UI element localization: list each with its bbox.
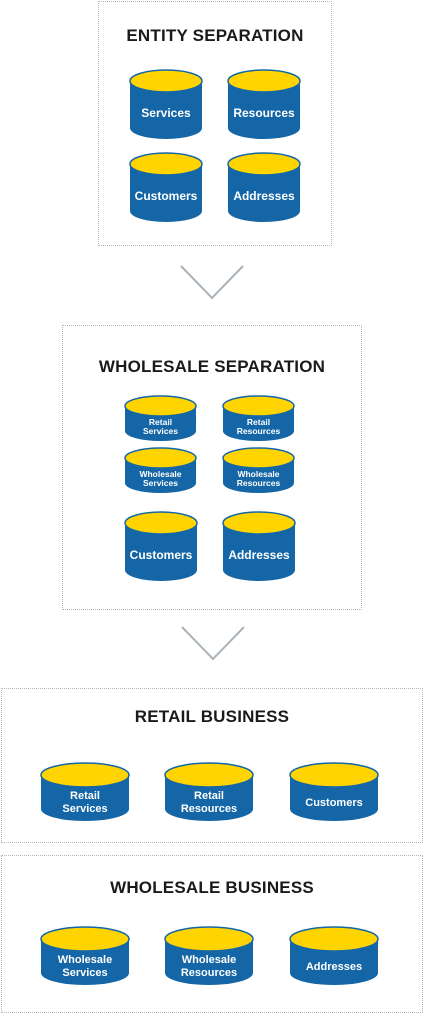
retail-business-panel: RETAIL BUSINESS: [1, 688, 423, 843]
cylinder-label-line: Retail: [70, 790, 100, 803]
wholesale-sep-store-addresses: Addresses: [222, 511, 296, 582]
cylinder-label-line: Services: [141, 105, 191, 120]
cylinder-label-line: Retail: [148, 416, 173, 427]
cylinder-label-line: Retail: [246, 416, 271, 427]
cylinder-label-line: Services: [143, 426, 178, 437]
database-cylinder-icon: [227, 69, 301, 139]
cylinder-label-line: Addresses: [228, 547, 290, 562]
cylinder-label-line: Services: [62, 966, 108, 979]
cylinder-label-line: Resources: [236, 478, 281, 489]
cylinder-label-line: Wholesale: [181, 954, 237, 967]
wholesale-separation-panel: WHOLESALE SEPARATION: [62, 325, 362, 610]
database-cylinder-icon: [124, 395, 197, 441]
entity-store-services: Services: [129, 69, 203, 140]
wholesale-store-addresses: Addresses: [289, 926, 379, 986]
cylinder-label-line: Resources: [236, 426, 281, 437]
cylinder-label-line: Wholesale: [237, 468, 280, 479]
database-cylinder-icon: [289, 926, 379, 985]
wholesale-separation-title: WHOLESALE SEPARATION: [98, 357, 326, 376]
cylinder-label-line: Customers: [305, 796, 363, 809]
database-cylinder-icon: [164, 762, 254, 821]
cylinder-label-line: Services: [62, 802, 108, 815]
retail-store-customers: Customers: [289, 762, 379, 822]
cylinder-label-line: Resources: [180, 966, 238, 979]
cylinder-label: Customers: [124, 547, 198, 563]
cylinder-label: Services: [129, 105, 203, 121]
database-cylinder-icon: [124, 511, 198, 581]
database-cylinder-icon: [289, 762, 379, 821]
entity-store-addresses: Addresses: [227, 152, 301, 223]
cylinder-label-line: Wholesale: [57, 954, 113, 967]
database-cylinder-icon: [124, 447, 197, 493]
cylinder-label: Addresses: [222, 547, 296, 563]
cylinder-label: Resources: [227, 105, 301, 121]
entity-store-customers: Customers: [129, 152, 203, 223]
cylinder-label-line: Addresses: [233, 188, 295, 203]
cylinder-label-line: Services: [143, 478, 178, 489]
cylinder-label-line: Wholesale: [139, 468, 182, 479]
entity-store-resources: Resources: [227, 69, 301, 140]
cylinder-label-line: Resources: [180, 802, 238, 815]
cylinder-label: Addresses: [289, 961, 379, 974]
wholesale-business-panel: WHOLESALE BUSINESS: [1, 855, 423, 1013]
wholesale-sep-store-customers: Customers: [124, 511, 198, 582]
cylinder-label: Customers: [289, 797, 379, 810]
cylinder-label-line: Retail: [194, 790, 224, 803]
cylinder-label-line: Addresses: [305, 960, 363, 973]
database-cylinder-icon: [129, 152, 203, 222]
retail-business-title: RETAIL BUSINESS: [134, 707, 290, 726]
database-cylinder-icon: [222, 511, 296, 581]
cylinder-label-line: Customers: [134, 188, 198, 203]
chevron-down-icon: [180, 265, 244, 300]
database-cylinder-icon: [222, 447, 295, 493]
wholesale-business-title: WHOLESALE BUSINESS: [110, 878, 314, 897]
database-cylinder-icon: [40, 762, 130, 821]
entity-separation-panel: ENTITY SEPARATION: [98, 1, 332, 246]
cylinder-label: Addresses: [227, 188, 301, 204]
database-cylinder-icon: [40, 926, 130, 985]
database-cylinder-icon: [164, 926, 254, 985]
entity-separation-title: ENTITY SEPARATION: [126, 26, 304, 45]
database-cylinder-icon: [222, 395, 295, 441]
cylinder-label: Customers: [129, 188, 203, 204]
chevron-down-icon: [181, 626, 245, 661]
database-cylinder-icon: [227, 152, 301, 222]
database-cylinder-icon: [129, 69, 203, 139]
cylinder-label-line: Customers: [129, 547, 193, 562]
cylinder-label-line: Resources: [233, 105, 295, 120]
